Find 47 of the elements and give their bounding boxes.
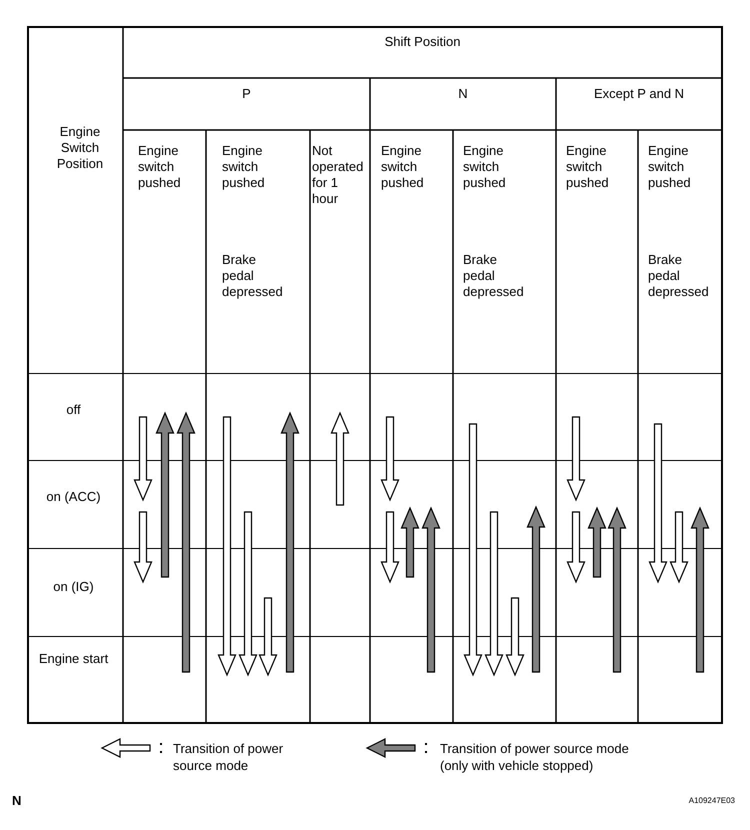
cell-text: Engine switch pushed bbox=[381, 143, 425, 191]
transition-arrow bbox=[330, 411, 350, 506]
row-header: on (ACC) bbox=[45, 489, 102, 505]
transition-arrow bbox=[258, 597, 278, 677]
transition-arrow bbox=[464, 423, 482, 677]
cell-text: Engine switch pushed bbox=[138, 143, 182, 191]
transition-arrow bbox=[526, 505, 546, 673]
transition-arrow bbox=[134, 416, 152, 502]
row-header: on (IG) bbox=[52, 579, 95, 595]
transition-arrow bbox=[566, 511, 586, 584]
cell-text: Engine switch pushed bbox=[648, 143, 692, 191]
transition-arrow bbox=[422, 506, 440, 673]
transition-arrow bbox=[588, 506, 606, 578]
cell-text: Not operated for 1 hour bbox=[312, 143, 362, 207]
cell-text: Engine switch pushed bbox=[463, 143, 507, 191]
transition-arrow bbox=[176, 411, 196, 673]
transition-arrow bbox=[380, 416, 400, 502]
transition-arrow bbox=[690, 506, 710, 673]
transition-arrow bbox=[380, 511, 400, 584]
transition-arrow bbox=[670, 511, 688, 584]
transition-arrow bbox=[608, 506, 626, 673]
transition-arrow bbox=[400, 506, 420, 578]
transition-arrow bbox=[280, 411, 300, 673]
transition-arrow bbox=[648, 423, 668, 584]
figure-id: A109247E03 bbox=[688, 795, 735, 807]
cell-text: Brake pedal depressed bbox=[463, 252, 525, 300]
transition-arrow bbox=[484, 511, 504, 677]
transition-arrow bbox=[506, 597, 524, 677]
transition-arrow bbox=[218, 416, 236, 677]
column-header: Shift Position bbox=[384, 34, 462, 50]
row-header: Engine start bbox=[38, 651, 110, 667]
cell-text: Brake pedal depressed bbox=[222, 252, 284, 300]
column-header: Except P and N bbox=[592, 86, 686, 102]
transition-arrow bbox=[238, 511, 258, 677]
row-header: off bbox=[65, 402, 82, 418]
legend-text: Transition of power source mode (only with vehicle stopped) bbox=[440, 740, 630, 774]
transition-arrow bbox=[156, 411, 174, 578]
note-text: N bbox=[12, 793, 22, 809]
transition-arrow bbox=[566, 416, 586, 502]
column-header: N bbox=[457, 86, 469, 102]
cell-text: Brake pedal depressed bbox=[648, 252, 710, 300]
cell-text: Engine switch pushed bbox=[222, 143, 266, 191]
transition-arrow bbox=[134, 511, 152, 584]
legend-text: Transition of power source mode bbox=[173, 740, 284, 774]
column-header: Engine Switch Position bbox=[56, 124, 104, 172]
cell-text: Engine switch pushed bbox=[566, 143, 610, 191]
column-header: P bbox=[241, 86, 252, 102]
